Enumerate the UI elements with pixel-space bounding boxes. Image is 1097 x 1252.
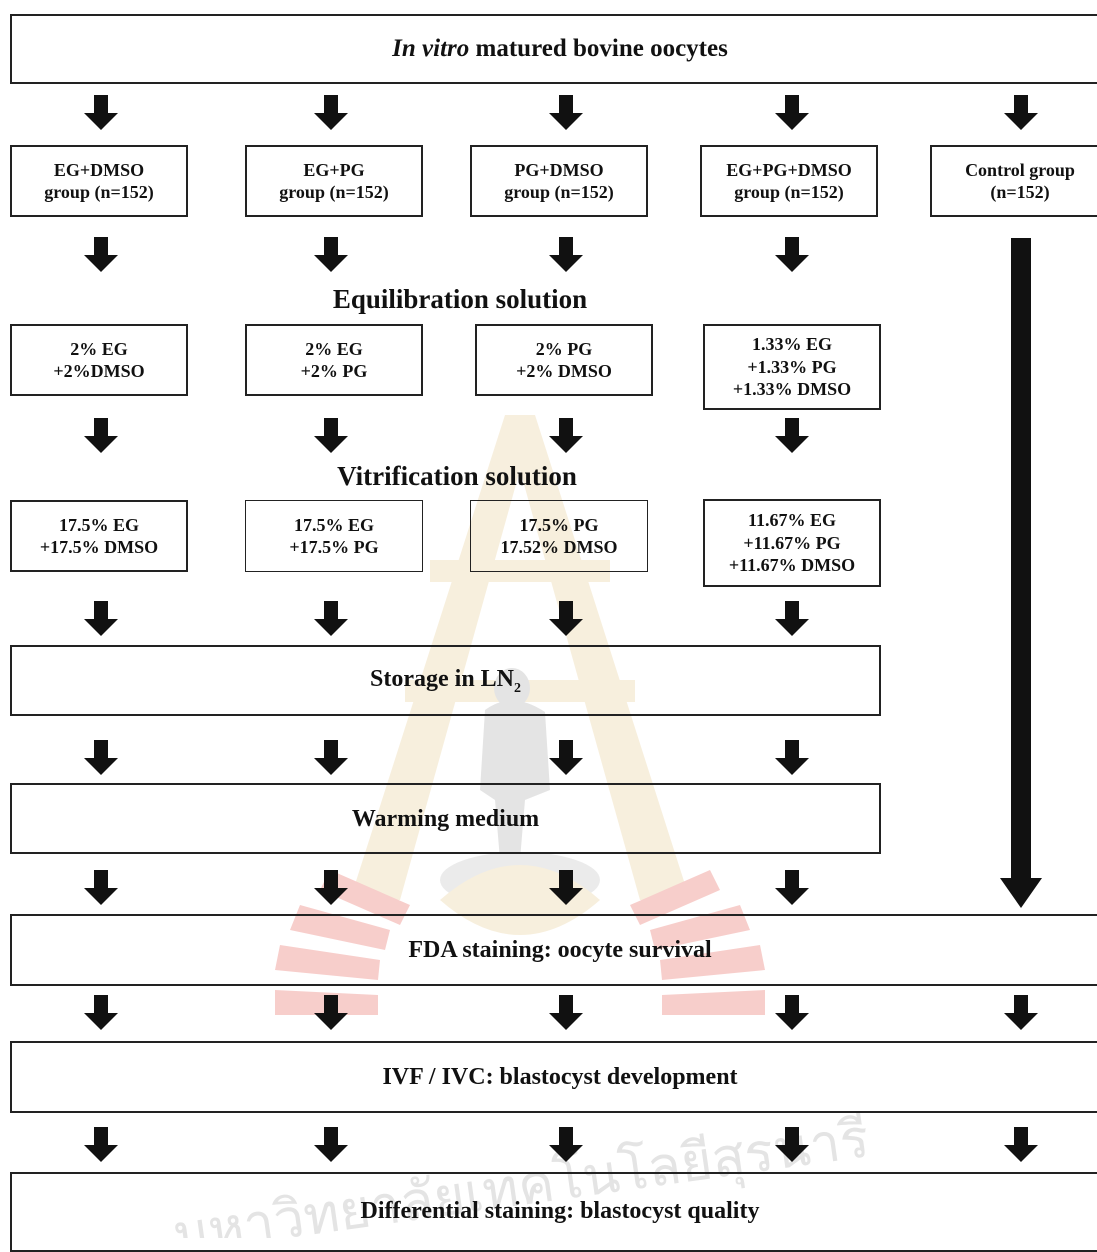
fda-box: FDA staining: oocyte survival [10, 914, 1097, 986]
down-arrow-icon [549, 740, 583, 775]
control-long-arrow [1000, 238, 1042, 908]
down-arrow-icon [775, 740, 809, 775]
down-arrow-icon [84, 601, 118, 636]
down-arrow-icon [775, 1127, 809, 1162]
down-arrow-icon [775, 601, 809, 636]
down-arrow-icon [84, 95, 118, 130]
down-arrow-icon [1004, 995, 1038, 1030]
down-arrow-icon [549, 601, 583, 636]
down-arrow-icon [84, 870, 118, 905]
header-italic: In vitro [392, 35, 470, 63]
group-sublabel: group (n=152) [504, 182, 614, 202]
down-arrow-icon [549, 995, 583, 1030]
group-box-eg-pg-dmso: EG+PG+DMSO group (n=152) [700, 145, 878, 217]
equilibration-box-3: 2% PG +2% DMSO [475, 324, 653, 396]
equilibration-box-2: 2% EG +2% PG [245, 324, 423, 396]
down-arrow-icon [1004, 1127, 1038, 1162]
equilibration-box-1: 2% EG +2%DMSO [10, 324, 188, 396]
group-label: EG+PG+DMSO [726, 159, 852, 180]
down-arrow-icon [775, 95, 809, 130]
down-arrow-icon [84, 1127, 118, 1162]
group-sublabel: group (n=152) [279, 182, 389, 202]
down-arrow-icon [549, 237, 583, 272]
down-arrow-icon [314, 740, 348, 775]
group-sublabel: group (n=152) [734, 182, 844, 202]
down-arrow-icon [775, 418, 809, 453]
group-box-eg-pg: EG+PG group (n=152) [245, 145, 423, 217]
down-arrow-icon [314, 237, 348, 272]
group-box-pg-dmso: PG+DMSO group (n=152) [470, 145, 648, 217]
down-arrow-icon [314, 418, 348, 453]
ivf-box: IVF / IVC: blastocyst development [10, 1041, 1097, 1113]
down-arrow-icon [314, 601, 348, 636]
down-arrow-icon [775, 995, 809, 1030]
down-arrow-icon [314, 870, 348, 905]
down-arrow-icon [314, 95, 348, 130]
warming-box: Warming medium [10, 783, 881, 854]
group-sublabel: group (n=152) [44, 182, 154, 202]
down-arrow-icon [84, 237, 118, 272]
vitrification-box-1: 17.5% EG +17.5% DMSO [10, 500, 188, 572]
header-box: In vitro matured bovine oocytes [10, 14, 1097, 84]
equilibration-box-4: 1.33% EG +1.33% PG +1.33% DMSO [703, 324, 881, 410]
down-arrow-icon [775, 870, 809, 905]
header-text: matured bovine oocytes [469, 35, 728, 63]
down-arrow-icon [549, 1127, 583, 1162]
group-label: EG+DMSO [53, 159, 145, 180]
down-arrow-icon [549, 418, 583, 453]
down-arrow-icon [549, 870, 583, 905]
down-arrow-icon [84, 995, 118, 1030]
vitrification-box-2: 17.5% EG +17.5% PG [245, 500, 423, 572]
differential-box: Differential staining: blastocyst qualit… [10, 1172, 1097, 1252]
down-arrow-icon [549, 95, 583, 130]
storage-text: Storage in LN [370, 665, 514, 692]
group-sublabel: (n=152) [990, 182, 1050, 202]
vitrification-title: Vitrification solution [337, 461, 577, 491]
down-arrow-icon [84, 740, 118, 775]
group-label: EG+PG [303, 159, 365, 180]
down-arrow-icon [314, 1127, 348, 1162]
group-box-eg-dmso: EG+DMSO group (n=152) [10, 145, 188, 217]
group-label: PG+DMSO [514, 159, 604, 180]
storage-subscript: 2 [514, 680, 521, 696]
down-arrow-icon [1004, 95, 1038, 130]
down-arrow-icon [775, 237, 809, 272]
equilibration-title: Equilibration solution [332, 284, 588, 314]
vitrification-box-4: 11.67% EG +11.67% PG +11.67% DMSO [703, 499, 881, 587]
vitrification-box-3: 17.5% PG 17.52% DMSO [470, 500, 648, 572]
down-arrow-icon [84, 418, 118, 453]
storage-box: Storage in LN2 [10, 645, 881, 716]
group-label: Control group [965, 159, 1075, 180]
down-arrow-icon [314, 995, 348, 1030]
group-box-control: Control group (n=152) [930, 145, 1097, 217]
